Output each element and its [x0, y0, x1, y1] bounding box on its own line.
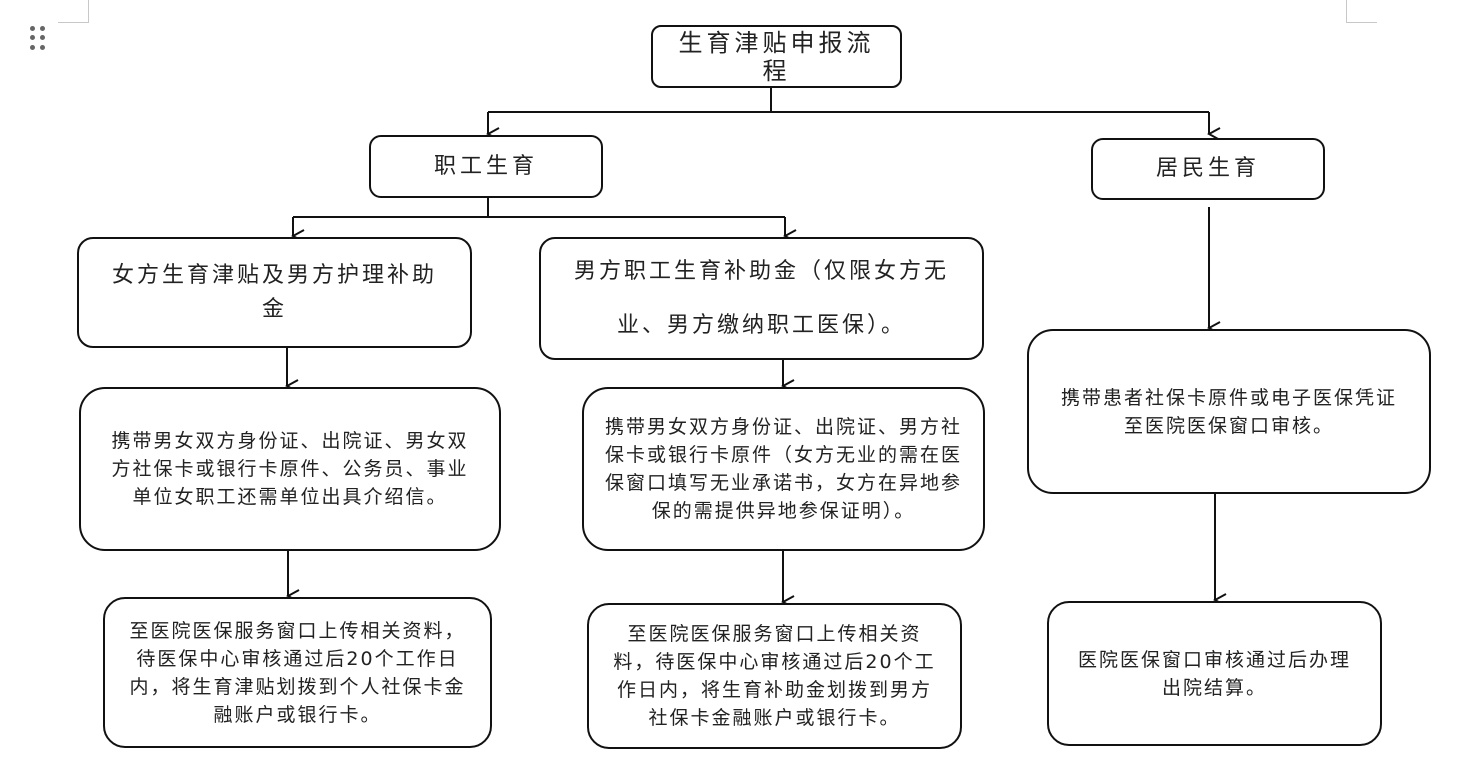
root-label: 生育津贴申报流程 [678, 28, 875, 85]
resident-node: 居民生育 [1091, 138, 1325, 200]
root-node: 生育津贴申报流程 [651, 25, 902, 88]
female-branch-materials: 携带男女双方身份证、出院证、男女双方社保卡或银行卡原件、公务员、事业单位女职工还… [111, 430, 469, 508]
female-branch-materials-node: 携带男女双方身份证、出院证、男女双方社保卡或银行卡原件、公务员、事业单位女职工还… [79, 387, 501, 551]
female-branch-result: 至医院医保服务窗口上传相关资料，待医保中心审核通过后20个工作日内，将生育津贴划… [129, 619, 466, 726]
male-branch-materials: 携带男女双方身份证、出院证、男方社保卡或银行卡原件（女方无业的需在医保窗口填写无… [604, 416, 962, 522]
resident-result-node: 医院医保窗口审核通过后办理出院结算。 [1047, 601, 1382, 746]
resident-materials: 携带患者社保卡原件或电子医保凭证至医院医保窗口审核。 [1060, 386, 1397, 437]
male-branch-result: 至医院医保服务窗口上传相关资料，待医保中心审核通过后20个工作日内，将生育补助金… [613, 623, 936, 729]
resident-materials-node: 携带患者社保卡原件或电子医保凭证至医院医保窗口审核。 [1027, 329, 1431, 494]
employee-node: 职工生育 [369, 135, 603, 198]
resident-label: 居民生育 [1155, 156, 1260, 181]
female-branch-title-node: 女方生育津贴及男方护理补助金 [77, 237, 472, 348]
male-branch-title: 男方职工生育补助金（仅限女方无业、男方缴纳职工医保）。 [573, 258, 949, 338]
female-branch-result-node: 至医院医保服务窗口上传相关资料，待医保中心审核通过后20个工作日内，将生育津贴划… [103, 597, 492, 748]
male-branch-materials-node: 携带男女双方身份证、出院证、男方社保卡或银行卡原件（女方无业的需在医保窗口填写无… [582, 387, 985, 551]
page-corner-mark-top-right [1346, 0, 1377, 23]
female-branch-title: 女方生育津贴及男方护理补助金 [111, 262, 437, 322]
resident-result: 医院医保窗口审核通过后办理出院结算。 [1077, 648, 1351, 699]
page-corner-mark-top-left [58, 0, 89, 23]
male-branch-result-node: 至医院医保服务窗口上传相关资料，待医保中心审核通过后20个工作日内，将生育补助金… [587, 603, 962, 749]
employee-label: 职工生育 [433, 153, 538, 179]
male-branch-title-node: 男方职工生育补助金（仅限女方无业、男方缴纳职工医保）。 [539, 237, 984, 360]
drag-handle-icon[interactable] [30, 26, 46, 50]
